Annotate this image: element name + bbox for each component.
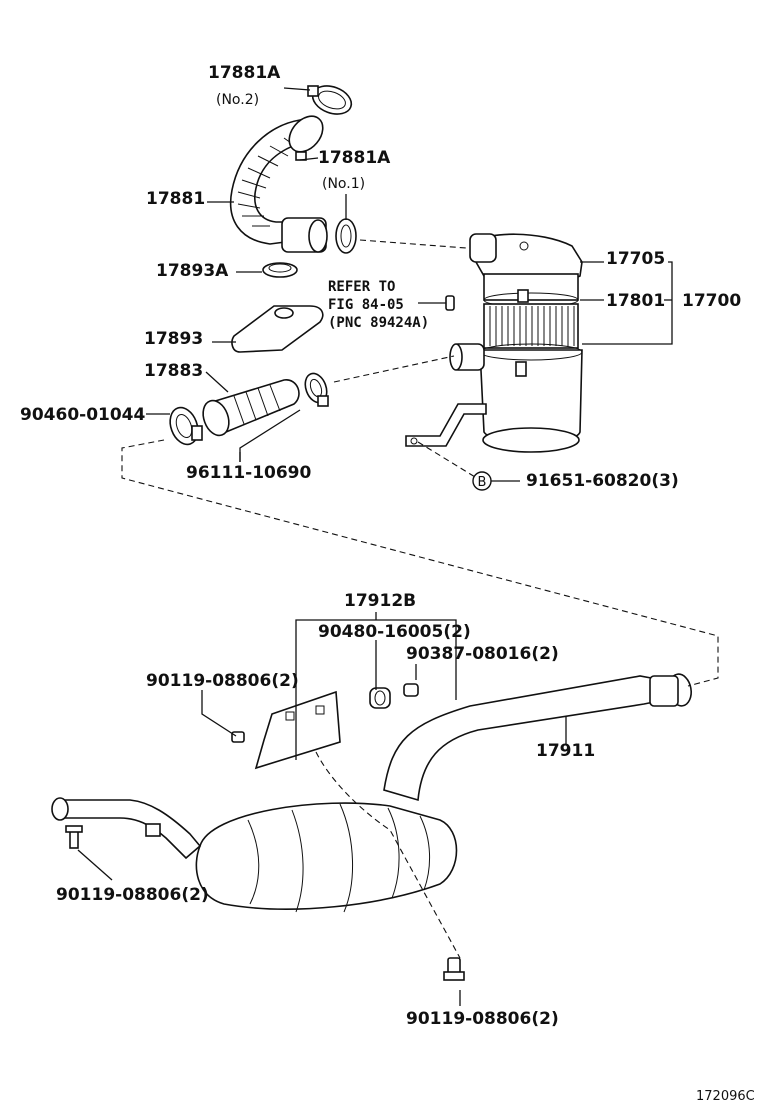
- label-90119-08806-b: 90119-08806(2): [56, 885, 209, 905]
- clamp-90460-part: [169, 406, 203, 446]
- label-17881a-no1-sub: (No.1): [322, 176, 365, 192]
- dashed-connections: [121, 239, 719, 959]
- label-96111-10690: 96111-10690: [186, 463, 312, 483]
- intake-hose-part: [229, 115, 328, 253]
- label-90460-01044: 90460-01044: [20, 405, 146, 425]
- clamp-no2-part: [307, 85, 353, 115]
- insulator-bracket-part: [254, 690, 341, 770]
- air-hose-17883-part: [202, 379, 300, 437]
- label-17801: 17801: [606, 291, 665, 311]
- figure-code: 172096C: [696, 1089, 755, 1104]
- clamp-96111-part: [304, 372, 329, 407]
- label-17912b: 17912B: [344, 591, 416, 611]
- clamp-no1-part: [335, 218, 357, 254]
- label-17700: 17700: [682, 291, 741, 311]
- label-17881: 17881: [146, 189, 205, 209]
- label-17893a: 17893A: [156, 261, 229, 281]
- label-17705: 17705: [606, 249, 665, 269]
- label-90119-08806-a: 90119-08806(2): [146, 671, 299, 691]
- air-cleaner-part: [405, 233, 583, 453]
- nut-90387-part: [403, 683, 419, 697]
- refer-to-line1: REFER TO: [328, 279, 395, 295]
- label-17911: 17911: [536, 741, 595, 761]
- b-marker-label: B: [478, 475, 487, 490]
- b-marker: B: [472, 471, 492, 491]
- tail-pipe-part: [383, 673, 692, 802]
- leader-lines: [77, 87, 673, 1006]
- bolt-c-part: [443, 957, 465, 981]
- label-17881a-no1: 17881A: [318, 148, 391, 168]
- refer-to-line2: FIG 84-05: [328, 297, 404, 313]
- clamp-17893a-part: [262, 262, 298, 278]
- grommet-part: [369, 687, 391, 709]
- bolt-a-part: [231, 731, 245, 743]
- label-17881a-no2-sub: (No.2): [216, 92, 259, 108]
- refer-to-line3: (PNC 89424A): [328, 315, 429, 331]
- label-90387-08016: 90387-08016(2): [406, 644, 559, 664]
- bolt-b-part: [65, 825, 83, 849]
- label-17883: 17883: [144, 361, 203, 381]
- label-17881a-no2: 17881A: [208, 63, 281, 83]
- muffler-part: [51, 797, 458, 913]
- label-17893: 17893: [144, 329, 203, 349]
- label-90480-16005: 90480-16005(2): [318, 622, 471, 642]
- label-90119-08806-c: 90119-08806(2): [406, 1009, 559, 1029]
- resonator-part: [231, 305, 324, 353]
- label-91651-60820: 91651-60820(3): [526, 471, 679, 491]
